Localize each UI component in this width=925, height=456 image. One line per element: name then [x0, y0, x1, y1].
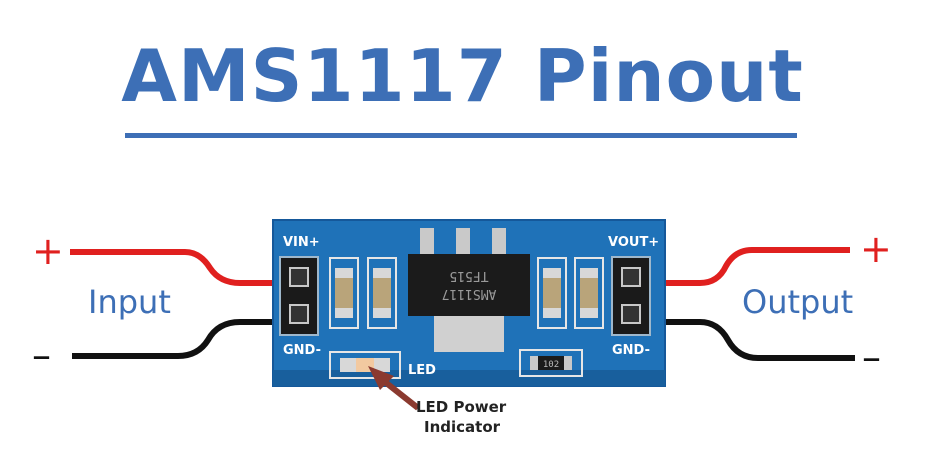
- capacitor-right-2: [574, 257, 604, 329]
- output-minus-sign: –: [862, 335, 881, 379]
- output-label: Output: [742, 283, 853, 321]
- ams1117-chip: AMS1117 TF515: [408, 228, 530, 352]
- indicator-label-line2: Indicator: [424, 418, 501, 436]
- title-underline: [125, 133, 797, 138]
- output-header: [611, 256, 651, 336]
- capacitor-left-2: [367, 257, 397, 329]
- input-label: Input: [88, 283, 171, 321]
- input-header: [279, 256, 319, 336]
- chip-marking-line2: TF515: [449, 268, 488, 283]
- capacitor-left-1: [329, 257, 359, 329]
- indicator-label-line1: LED Power: [416, 398, 507, 416]
- input-negative-wire: [72, 319, 300, 359]
- led-label: LED: [408, 363, 436, 378]
- output-plus-sign: +: [860, 227, 892, 271]
- output-positive-wire: [630, 247, 850, 286]
- vin-label: VIN+: [283, 235, 320, 250]
- smd-resistor: 102: [519, 349, 583, 377]
- gnd-right-label: GND-: [612, 343, 650, 358]
- input-plus-sign: +: [32, 229, 64, 273]
- diagram-title: AMS1117 Pinout: [121, 34, 804, 118]
- chip-marking-line1: AMS1117: [442, 286, 497, 301]
- input-positive-wire: [70, 249, 300, 286]
- input-minus-sign: –: [32, 333, 51, 377]
- output-negative-wire: [630, 319, 855, 361]
- capacitor-right-1: [537, 257, 567, 329]
- vout-label: VOUT+: [608, 235, 659, 250]
- gnd-left-label: GND-: [283, 343, 321, 358]
- led-indicator-arrow: [368, 366, 420, 411]
- smd-code: 102: [543, 360, 559, 370]
